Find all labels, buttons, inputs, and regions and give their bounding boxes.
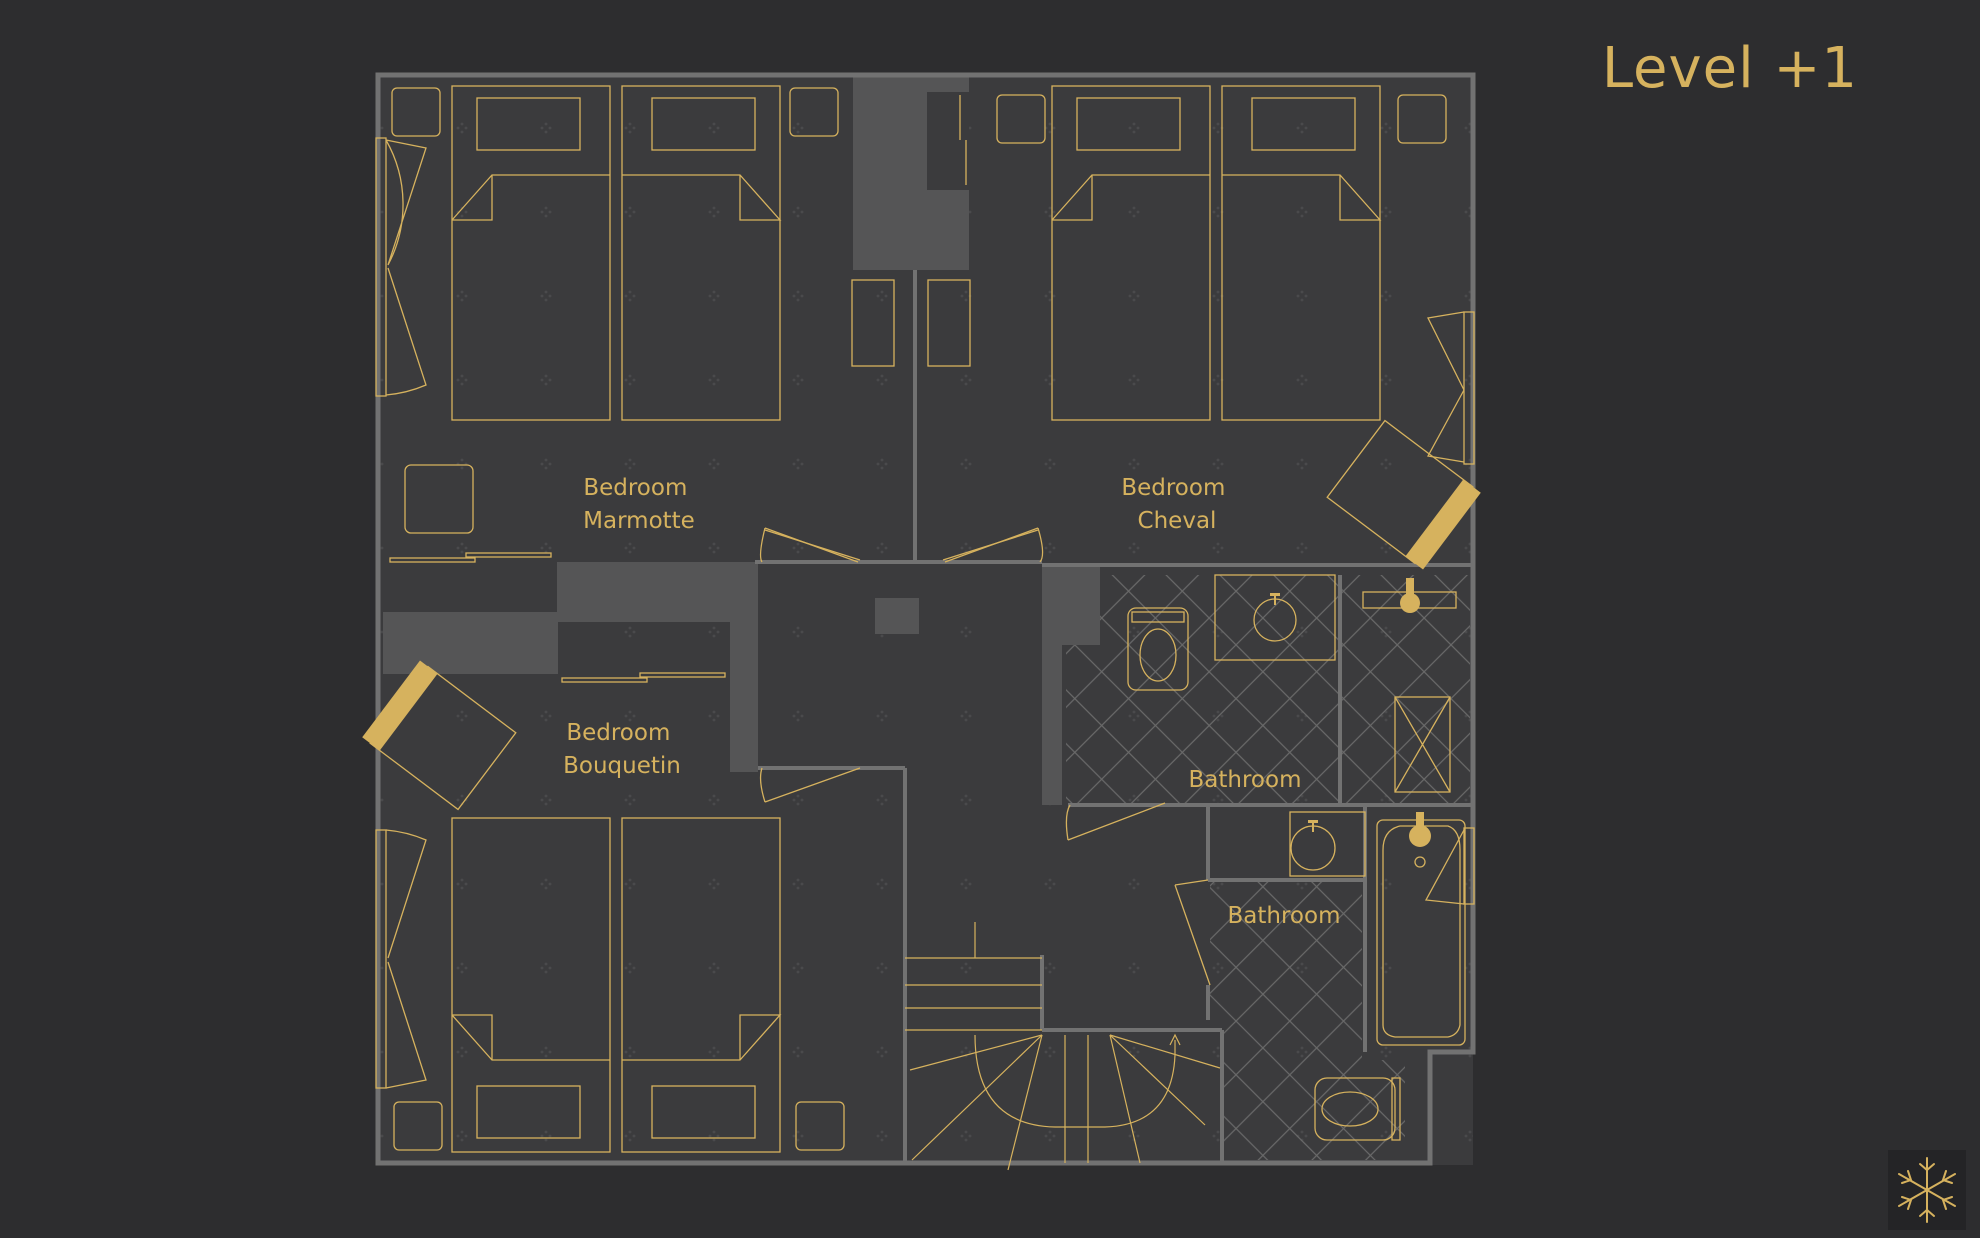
room-label-marmotte: Bedroom Marmotte	[583, 475, 695, 534]
beds	[451, 85, 1382, 1153]
interior-doors	[759, 527, 1211, 986]
wardrobe-doors	[389, 552, 726, 683]
staircase	[905, 922, 1221, 1171]
room-label-bathroom-lower: Bathroom	[1228, 903, 1341, 929]
armchairs	[362, 419, 1481, 811]
bathroom-lower-floor	[1210, 880, 1405, 1160]
nightstands	[391, 87, 1447, 1151]
windows	[375, 137, 1475, 1089]
room-label-bathroom-upper: Bathroom	[1189, 767, 1302, 793]
room-label-bouquetin: Bedroom Bouquetin	[563, 720, 681, 779]
room-label-cheval: Bedroom Cheval	[1121, 475, 1232, 534]
walls	[375, 72, 1476, 1166]
level-title: Level +1	[1601, 36, 1858, 101]
closet-blocks	[383, 75, 1100, 805]
faucets	[1270, 578, 1431, 847]
snowflake-logo-icon	[1888, 1150, 1966, 1230]
